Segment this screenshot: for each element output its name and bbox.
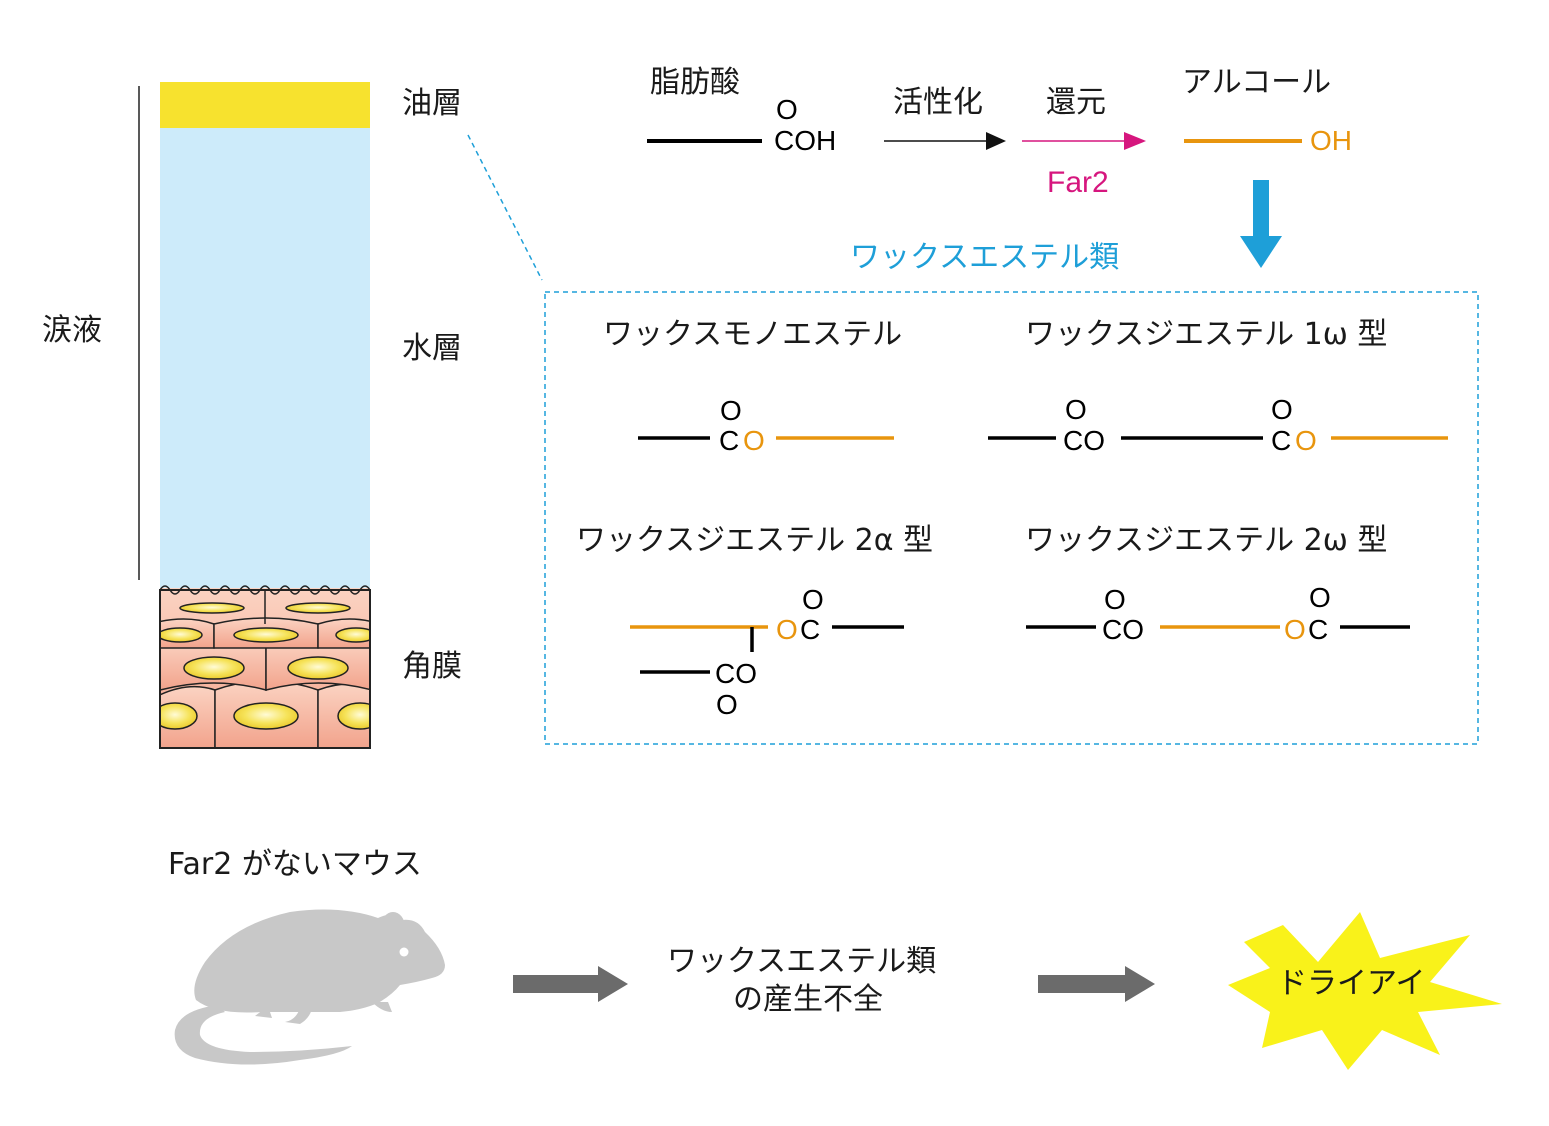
- activation-label: 活性化: [893, 85, 983, 120]
- alcohol-oh: OH: [1310, 125, 1352, 156]
- d1w-carbonyl-o-2: O: [1271, 394, 1293, 425]
- d2w-carbonyl-o-2: O: [1309, 582, 1331, 613]
- flow-arrow-2: [1038, 966, 1155, 1002]
- oil-layer-band: [160, 82, 370, 128]
- d1w-c-2: C: [1271, 425, 1292, 456]
- mono-carbonyl-o: O: [720, 395, 742, 426]
- d2w-ester-o: O: [1284, 614, 1306, 645]
- fatty-acid-carbonyl-o: O: [776, 94, 798, 125]
- cornea-surface: [159, 585, 371, 600]
- d2w-c-2: C: [1308, 614, 1329, 645]
- wax-diester-2a-title: ワックスジエステル 2α 型: [576, 523, 934, 558]
- cornea-cells: [160, 588, 370, 748]
- dry-eye-label: ドライアイ: [1277, 966, 1426, 1001]
- water-layer-band: [160, 128, 370, 590]
- mono-ester-o: O: [743, 425, 765, 456]
- reduction-arrowhead: [1124, 132, 1146, 150]
- water-layer-label: 水層: [402, 331, 462, 366]
- wax-diester-1w-title: ワックスジエステル 1ω 型: [1025, 317, 1388, 352]
- fatty-acid-coh: COH: [774, 125, 837, 156]
- mouse-eye: [399, 947, 409, 957]
- wax-monoester-title: ワックスモノエステル: [603, 317, 903, 352]
- d1w-carbonyl-o-1: O: [1065, 394, 1087, 425]
- d2a-c: C: [800, 614, 821, 645]
- cornea-label: 角膜: [402, 649, 462, 684]
- wax-ester-box: [544, 291, 1479, 745]
- wax-diester-2w-title: ワックスジエステル 2ω 型: [1025, 523, 1388, 558]
- activation-arrowhead: [986, 132, 1006, 150]
- d2a-carbonyl-o-lower: O: [716, 689, 738, 720]
- d2a-carbonyl-o-upper: O: [802, 584, 824, 615]
- fatty-acid-label: 脂肪酸: [650, 65, 740, 100]
- defect-line-2: の産生不全: [733, 982, 883, 1017]
- oil-callout-line: [467, 134, 543, 281]
- wax-ester-group-title: ワックスエステル類: [850, 240, 1120, 275]
- d1w-co-1: CO: [1063, 425, 1105, 456]
- oil-layer-label: 油層: [402, 86, 462, 121]
- mono-c: C: [719, 425, 740, 456]
- cornea-outline: [159, 589, 371, 749]
- d2w-carbonyl-o-1: O: [1104, 584, 1126, 615]
- d1w-ester-o-2: O: [1295, 425, 1317, 456]
- down-arrow-blue: [1240, 180, 1282, 268]
- defect-line-1: ワックスエステル類: [667, 944, 937, 979]
- d2a-co-lower: CO: [715, 658, 757, 689]
- mouse-silhouette: [174, 909, 445, 1065]
- far2-enzyme-label: Far2: [1047, 166, 1109, 199]
- dry-eye-burst: [1228, 912, 1502, 1070]
- reduction-label: 還元: [1046, 85, 1106, 120]
- tear-film-label: 涙液: [42, 313, 102, 348]
- d2w-co-1: CO: [1102, 614, 1144, 645]
- flow-arrow-1: [513, 966, 628, 1002]
- alcohol-label: アルコール: [1182, 65, 1332, 100]
- far2-knockout-title: Far2 がないマウス: [168, 847, 422, 882]
- d2a-ester-o: O: [776, 614, 798, 645]
